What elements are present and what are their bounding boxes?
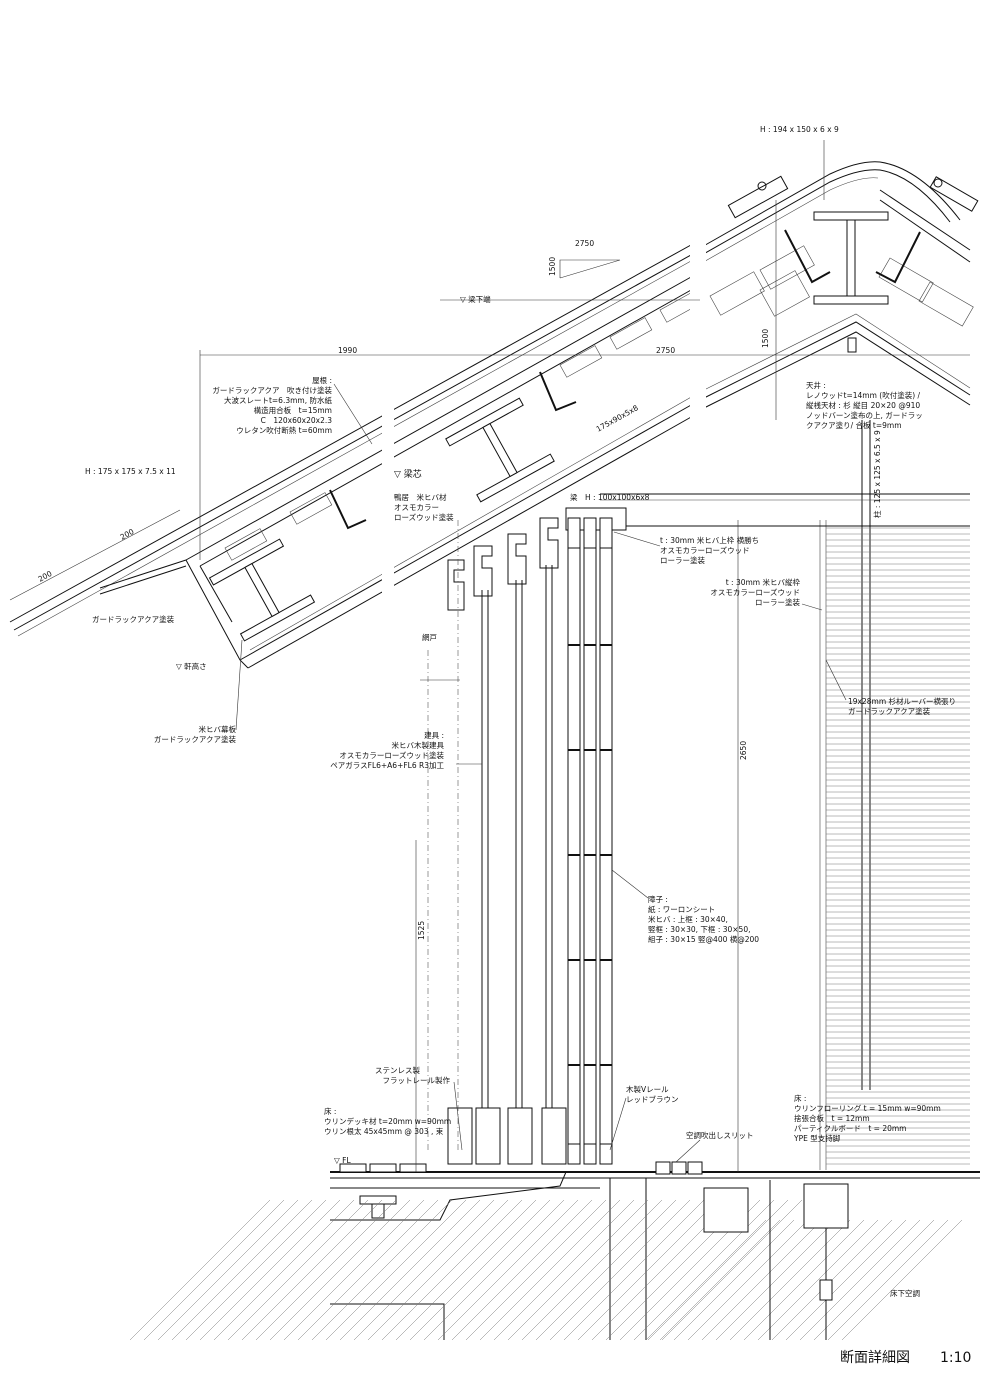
dim-1500-right: 1500 [761, 329, 770, 348]
svg-text:米ヒバ木製建具: 米ヒバ木製建具 [392, 740, 445, 750]
svg-text:ガードラックアクア塗装: ガードラックアクア塗装 [848, 706, 931, 716]
svg-text:YPE 型支持脚: YPE 型支持脚 [793, 1133, 840, 1143]
floor-section [129, 1161, 980, 1341]
label-fascia-paint: ガードラックアクア塗装 [92, 614, 175, 624]
svg-text:t : 30mm 米ヒバ上枠 横勝ち: t : 30mm 米ヒバ上枠 横勝ち [660, 535, 759, 545]
level-beam-core: ▽ 梁芯 [394, 468, 422, 480]
label-slit: 空調吹出しスリット [686, 1130, 754, 1140]
label-soffit: 米ヒバ幕板 ガードラックアクア塗装 [154, 724, 237, 744]
svg-text:19x28mm 杉材ルーバー横張り: 19x28mm 杉材ルーバー横張り [848, 696, 956, 706]
dim-1525: 1525 [417, 921, 426, 940]
svg-text:ウリンフローリング t = 15mm w=90mm: ウリンフローリング t = 15mm w=90mm [794, 1103, 941, 1113]
svg-text:組子 : 30×15 竪@400 横@200: 組子 : 30×15 竪@400 横@200 [648, 934, 759, 944]
svg-text:縦桟天材 : 杉 縦目 20×20 @910: 縦桟天材 : 杉 縦目 20×20 @910 [806, 400, 920, 410]
label-screen: 網戸 [422, 632, 437, 642]
drawing-scale: 1:10 [940, 1350, 971, 1366]
svg-text:ローズウッド塗装: ローズウッド塗装 [394, 512, 454, 522]
svg-text:ペアガラスFL6+A6+FL6 R3加工: ペアガラスFL6+A6+FL6 R3加工 [330, 760, 444, 770]
level-fl: ▽ FL [334, 1156, 351, 1165]
svg-text:天井 :: 天井 : [806, 380, 826, 390]
label-wood-rail: 木製Vレール レッドブラウン [626, 1084, 679, 1104]
svg-text:レノウッドt=14mm (吹付塗装) /: レノウッドt=14mm (吹付塗装) / [806, 390, 920, 400]
annotations: 2750 1500 ▽ 梁下端 1990 2750 1500 H : 194 x… [37, 125, 972, 1366]
svg-text:パーティクルボード t = 20mm: パーティクルボード t = 20mm [794, 1124, 906, 1133]
svg-text:障子 :: 障子 : [648, 894, 668, 904]
label-shoji: 障子 : 紙 : ワーロンシート 米ヒバ : 上框 : 30×40, 竪框 : … [648, 894, 759, 944]
dim-1990: 1990 [338, 346, 357, 355]
dim-2750-top: 2750 [575, 239, 594, 248]
svg-text:ウレタン吹付断熱 t=60mm: ウレタン吹付断熱 t=60mm [236, 425, 332, 435]
svg-text:オスモカラーローズウッド塗装: オスモカラーローズウッド塗装 [339, 750, 444, 760]
svg-text:床 :: 床 : [794, 1093, 806, 1103]
label-floor-right: 床 : ウリンフローリング t = 15mm w=90mm 捨張合板 t = 1… [793, 1093, 941, 1143]
label-fitting: 建具 : 米ヒバ木製建具 オスモカラーローズウッド塗装 ペアガラスFL6+A6+… [330, 730, 444, 770]
svg-text:オスモカラー: オスモカラー [394, 503, 439, 512]
roof-ridge [699, 161, 979, 411]
svg-text:ウリン根太 45x45mm @ 303 , 束: ウリン根太 45x45mm @ 303 , 束 [324, 1126, 444, 1136]
svg-text:ノッドバーン塗布の上, ガードラッ: ノッドバーン塗布の上, ガードラッ [806, 410, 923, 420]
svg-text:鴨居 米ヒバ材: 鴨居 米ヒバ材 [394, 492, 447, 502]
label-purlin-steel: 175x90x5x8 [595, 403, 640, 434]
svg-text:ローラー塗装: ローラー塗装 [660, 555, 705, 565]
level-beam-bottom: ▽ 梁下端 [460, 294, 491, 304]
svg-text:ステンレス製: ステンレス製 [375, 1065, 420, 1075]
dim-2750-mid: 2750 [656, 346, 675, 355]
label-vertical-frame: t : 30mm 米ヒバ縦枠 オスモカラーローズウッド ローラー塗装 [710, 577, 800, 607]
label-beam-steel: 梁 H : 100x100x6x8 [570, 493, 650, 502]
column-and-wall [565, 420, 970, 1170]
svg-text:木製Vレール: 木製Vレール [626, 1084, 669, 1094]
svg-text:ローラー塗装: ローラー塗装 [755, 597, 800, 607]
svg-text:オスモカラーローズウッド: オスモカラーローズウッド [710, 587, 800, 597]
label-louver: 19x28mm 杉材ルーバー横張り ガードラックアクア塗装 [848, 696, 956, 716]
dim-1500-top: 1500 [548, 257, 557, 276]
svg-text:捨張合板 t = 12mm: 捨張合板 t = 12mm [794, 1113, 870, 1123]
label-kamoi: 鴨居 米ヒバ材 オスモカラー ローズウッド塗装 [394, 492, 454, 522]
svg-text:t : 30mm 米ヒバ縦枠: t : 30mm 米ヒバ縦枠 [726, 577, 801, 587]
label-ridge-steel: H : 194 x 150 x 6 x 9 [760, 125, 839, 134]
svg-text:ウリンデッキ材 t=20mm w=90mm: ウリンデッキ材 t=20mm w=90mm [324, 1116, 451, 1126]
svg-text:建具 :: 建具 : [424, 730, 444, 740]
svg-text:竪框 : 30×30, 下框 : 30×50,: 竪框 : 30×30, 下框 : 30×50, [648, 924, 750, 934]
svg-text:大波スレートt=6.3mm, 防水紙: 大波スレートt=6.3mm, 防水紙 [224, 395, 333, 405]
svg-text:屋根 :: 屋根 : [312, 375, 332, 385]
svg-text:構造用合板 t=15mm: 構造用合板 t=15mm [254, 405, 332, 415]
roof-left-slope [9, 239, 703, 669]
svg-text:米ヒバ : 上框 : 30×40,: 米ヒバ : 上框 : 30×40, [648, 914, 728, 924]
label-rail: ステンレス製 フラットレール製作 [375, 1065, 450, 1085]
label-underfloor: 床下空調 [890, 1288, 920, 1298]
label-ceiling: 天井 : レノウッドt=14mm (吹付塗装) / 縦桟天材 : 杉 縦目 20… [806, 380, 923, 430]
label-column-steel: 柱 : 125 x 125 x 6.5 x 9 [872, 430, 882, 518]
fittings [447, 517, 613, 1165]
svg-text:ガードラックアクア 吹き付け塗装: ガードラックアクア 吹き付け塗装 [212, 385, 332, 395]
svg-text:床 :: 床 : [324, 1106, 336, 1116]
svg-text:オスモカラーローズウッド: オスモカラーローズウッド [660, 545, 750, 555]
dim-2650: 2650 [739, 741, 748, 760]
svg-text:C 120x60x20x2.3: C 120x60x20x2.3 [261, 416, 333, 425]
svg-text:フラットレール製作: フラットレール製作 [383, 1075, 451, 1085]
svg-text:クアクア塗り/ 合板 t=9mm: クアクア塗り/ 合板 t=9mm [806, 420, 902, 430]
svg-text:レッドブラウン: レッドブラウン [626, 1094, 679, 1104]
label-roof: 屋根 : ガードラックアクア 吹き付け塗装 大波スレートt=6.3mm, 防水紙… [212, 375, 332, 435]
svg-text:ガードラックアクア塗装: ガードラックアクア塗装 [154, 734, 237, 744]
label-upper-frame: t : 30mm 米ヒバ上枠 横勝ち オスモカラーローズウッド ローラー塗装 [660, 535, 759, 565]
svg-text:米ヒバ幕板: 米ヒバ幕板 [199, 724, 237, 734]
label-floor-left: 床 : ウリンデッキ材 t=20mm w=90mm ウリン根太 45x45mm … [324, 1106, 451, 1136]
dimension-lines [9, 140, 970, 1172]
level-eave-height: ▽ 軒高さ [176, 661, 207, 671]
drawing-title: 断面詳細図 [840, 1350, 910, 1366]
dim-200-b: 200 [119, 527, 136, 542]
label-eave-steel: H : 175 x 175 x 7.5 x 11 [85, 467, 176, 476]
svg-text:紙 : ワーロンシート: 紙 : ワーロンシート [648, 904, 715, 914]
